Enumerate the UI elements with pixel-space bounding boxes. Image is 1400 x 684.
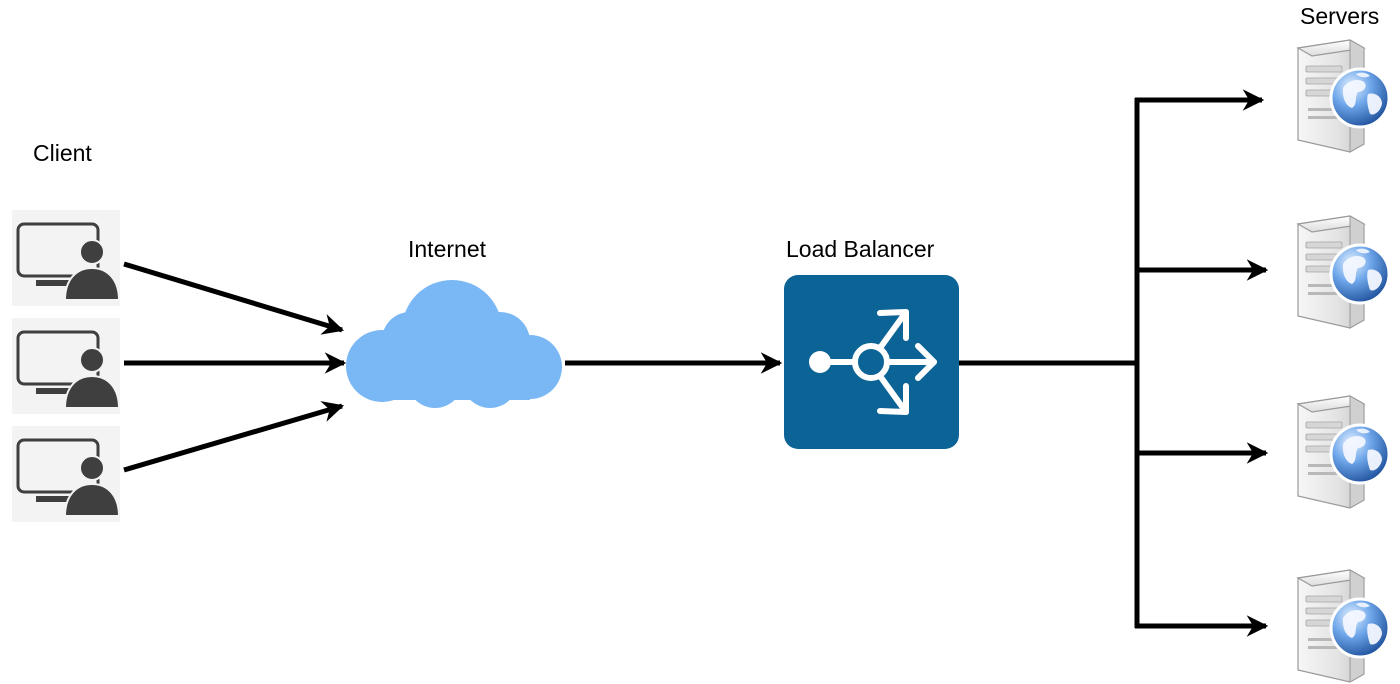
web-server-icon [1296, 394, 1391, 510]
web-server-icon [1296, 568, 1391, 684]
client-computer-icon [10, 424, 122, 524]
connection-arrow [123, 401, 345, 473]
load-balancer-icon [784, 275, 959, 449]
internet-label: Internet [408, 236, 486, 262]
web-server-icon [1296, 38, 1391, 154]
servers-label: Servers [1300, 3, 1380, 29]
client-computer-icon [10, 316, 122, 416]
client-label: Client [33, 140, 92, 166]
web-server-icon [1296, 214, 1391, 330]
connection-arrow [123, 261, 345, 335]
load-balancer-label: Load Balancer [786, 236, 935, 262]
cloud-icon [346, 280, 562, 408]
client-computer-icon [10, 208, 122, 308]
